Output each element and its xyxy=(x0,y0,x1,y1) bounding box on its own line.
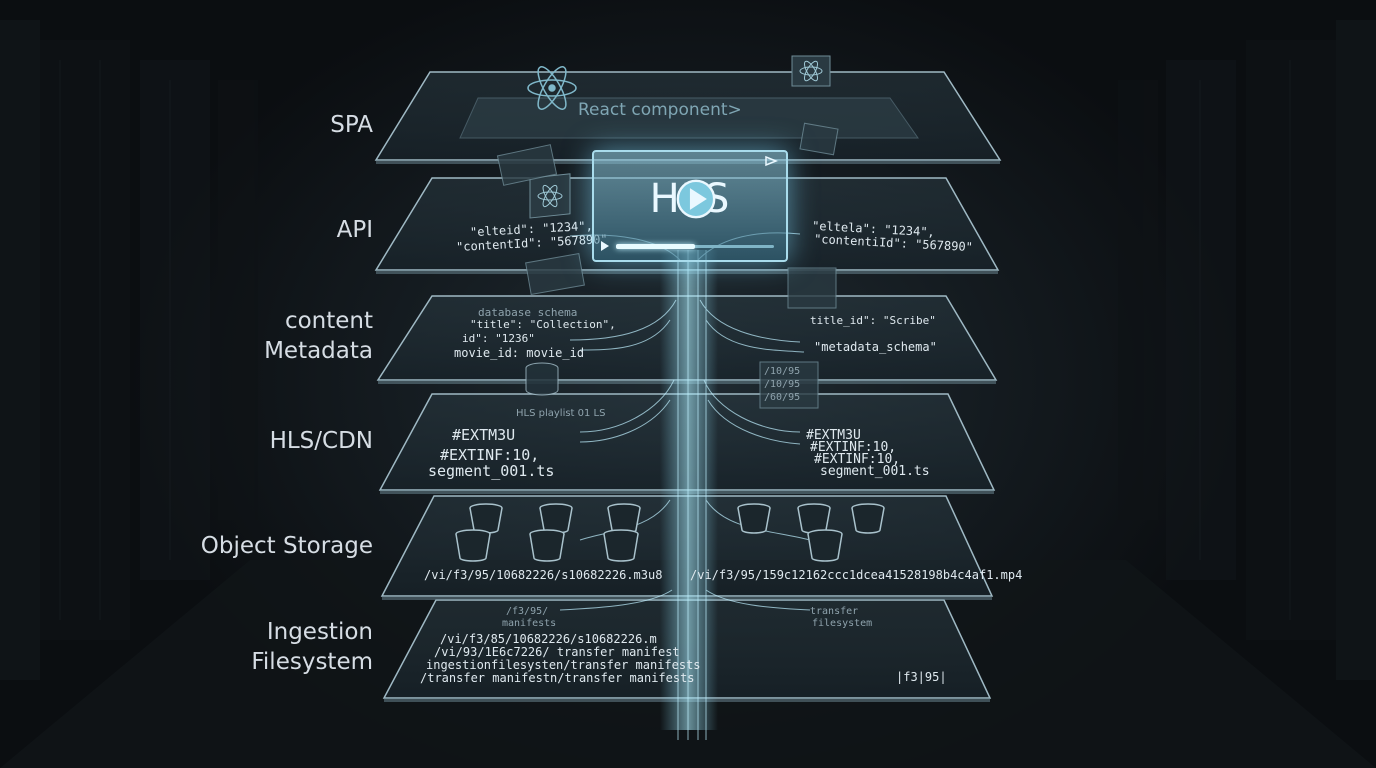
layer-label-ingestion-1: Ingestion xyxy=(266,619,373,645)
storage-path-right: /vi/f3/95/159c12162ccc1dcea41528198b4c4a… xyxy=(690,568,1023,582)
ingestion-top-right-2: filesystem xyxy=(812,618,873,629)
hls-right-1: #EXTM3U xyxy=(806,428,861,443)
metadata-left-4: movie_id: movie_id xyxy=(454,346,585,360)
hls-left-3: segment_001.ts xyxy=(428,462,555,480)
storage-bucket-icons xyxy=(455,503,885,562)
small-play-icon[interactable] xyxy=(600,240,610,252)
server-rack-left xyxy=(0,20,258,680)
ingestion-line-2: /vi/93/1E6c7226/ transfer manifest xyxy=(434,645,680,659)
metadata-floating-2: /10/95 xyxy=(764,379,801,390)
ingestion-corner: |f3|95| xyxy=(896,670,947,684)
layer-label-ingestion-2: Filesystem xyxy=(251,649,373,675)
hls-right-2: #EXTINF:10, xyxy=(810,440,897,455)
metadata-right-1: title_id": "Scribe" xyxy=(810,314,936,327)
play-icon[interactable] xyxy=(676,176,716,222)
metadata-floating-3: /60/95 xyxy=(764,392,801,403)
ingestion-top-left-2: manifests xyxy=(502,618,557,629)
react-logo-icon xyxy=(527,66,577,110)
database-icon xyxy=(525,362,559,396)
hls-right-3: #EXTINF:10, xyxy=(814,452,901,467)
metadata-right-2: "metadata_schema" xyxy=(814,340,937,354)
react-tile-icon-2 xyxy=(529,173,571,219)
hls-right-4: segment_001.ts xyxy=(820,464,930,479)
video-progress-fill xyxy=(616,244,695,249)
ingestion-top-right-1: transfer xyxy=(810,606,859,617)
metadata-left-1: database schema xyxy=(478,306,578,319)
server-rack-right xyxy=(1118,20,1376,680)
metadata-left-2: "title": "Collection", xyxy=(470,318,616,331)
ingestion-top-left-1: /f3/95/ xyxy=(506,606,549,617)
metadata-floating-1: /10/95 xyxy=(764,366,801,377)
hls-caption: HLS playlist 01 LS xyxy=(516,408,606,419)
spa-component-text: React component> xyxy=(578,100,742,120)
cast-icon[interactable] xyxy=(764,155,778,167)
react-tile-icon xyxy=(791,55,831,87)
hls-left-1: #EXTM3U xyxy=(452,426,516,444)
ingestion-line-1: /vi/f3/85/10682226/s10682226.m xyxy=(440,632,657,646)
layer-label-metadata-2: Metadata xyxy=(264,338,373,364)
layer-label-spa: SPA xyxy=(330,112,373,138)
layer-label-object-storage: Object Storage xyxy=(200,533,373,559)
metadata-left-3: id": "1236" xyxy=(462,332,535,345)
light-beam xyxy=(660,250,718,730)
video-progress-track[interactable] xyxy=(616,244,774,249)
layer-label-metadata-1: content xyxy=(284,308,373,334)
ingestion-line-4: /transfer manifestn/transfer manifests xyxy=(420,671,695,685)
hls-left-2: #EXTINF:10, xyxy=(440,446,540,464)
storage-path-left: /vi/f3/95/10682226/s10682226.m3u8 xyxy=(424,568,663,582)
ingestion-line-3: ingestionfilesysten/transfer manifests xyxy=(426,658,701,672)
layer-label-api: API xyxy=(336,217,373,243)
layer-label-hls-cdn: HLS/CDN xyxy=(269,428,373,454)
